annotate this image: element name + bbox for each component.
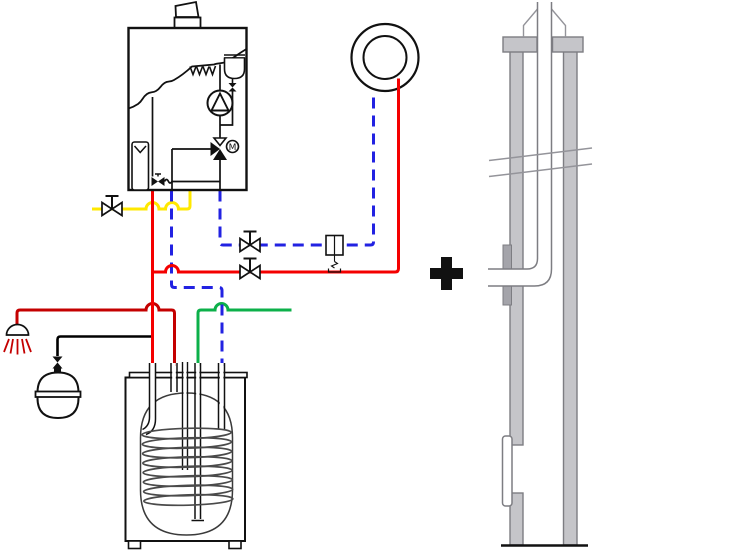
shaft-right-wall — [562, 50, 578, 546]
cylinder-foot — [127, 540, 142, 550]
motor-circle — [225, 139, 240, 154]
three-way-valve-icon: M — [210, 137, 240, 160]
dial-inner-ring — [362, 35, 408, 80]
dip-tube — [191, 363, 204, 522]
section-break-lines — [488, 147, 593, 178]
internal-gas-valve-icon — [151, 173, 165, 186]
vessel-band — [34, 390, 82, 398]
gas-shutoff-valve-icon — [101, 195, 123, 218]
circulation-pipe — [196, 302, 292, 366]
dhw-expansion-vessel — [34, 356, 82, 420]
rain-collar-right — [551, 36, 584, 53]
cylinder-sensor-cable — [170, 190, 224, 366]
flue-inner-pipe-fill — [488, 2, 552, 286]
internal-expansion-tank — [223, 54, 246, 92]
cable-line-valve-icon — [239, 230, 261, 254]
room-dial-unit — [350, 22, 420, 93]
plus-icon — [430, 257, 463, 290]
rain-collar-left — [502, 36, 538, 53]
hot-water-pipe — [15, 302, 176, 366]
flow-line-valve-icon — [239, 257, 261, 281]
cold-water-pipe — [56, 335, 152, 373]
heating-flow-pipe — [151, 78, 400, 366]
cylinder-pipes — [142, 362, 226, 522]
storage-cylinder — [124, 362, 248, 550]
safety-device-with-drain-icon — [325, 234, 344, 273]
control-cable-lines — [170, 95, 375, 366]
flue-shaft-section — [488, 2, 593, 547]
filter-chevron — [131, 141, 150, 191]
vessel-check-valve-icon — [52, 356, 63, 373]
casing-curve — [128, 48, 247, 110]
anode-rod — [181, 362, 189, 470]
shower-spray — [3, 338, 32, 355]
terminal-cone — [522, 8, 567, 37]
sensor-well-pipe — [217, 363, 226, 429]
cylinder-top-plate — [128, 371, 248, 379]
circulation-pump-icon — [206, 89, 234, 117]
heating-coil — [141, 427, 234, 507]
shower-head-icon — [3, 323, 32, 355]
motor-label: M — [229, 143, 237, 153]
boiler-flue-cap — [174, 0, 200, 18]
shaft-inspection-door — [501, 435, 513, 507]
flue-inner-pipe — [488, 2, 553, 287]
hot-outlet-pipe — [170, 363, 178, 392]
burner-fins — [189, 65, 217, 77]
coil-inlet-pipe — [142, 363, 157, 436]
dial-cable — [218, 95, 375, 247]
boiler-flue-outlet — [173, 16, 202, 29]
cylinder-foot — [228, 540, 242, 550]
wall-boiler: M — [127, 0, 248, 192]
